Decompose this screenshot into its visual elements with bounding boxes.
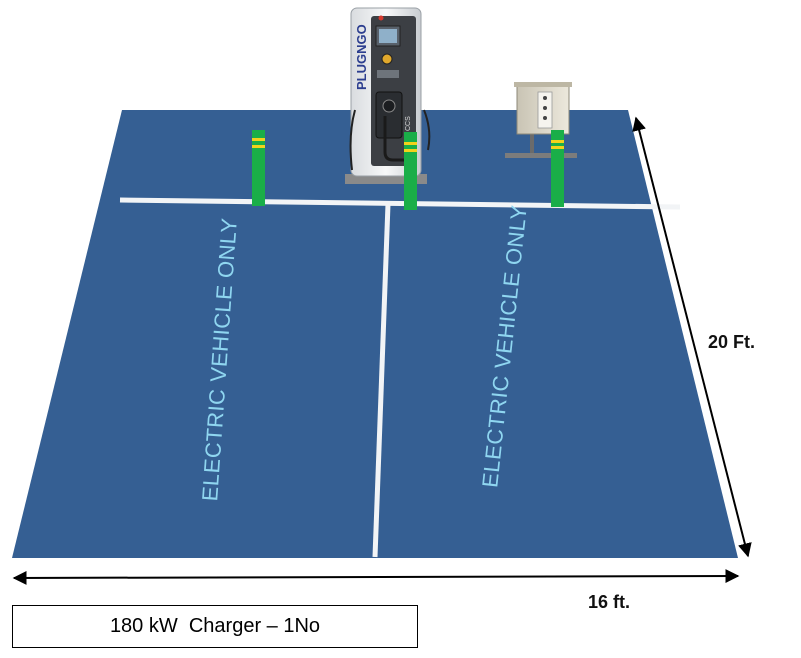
charger-caption-box: 180 kW Charger – 1No [12, 605, 418, 648]
bollard-center [404, 132, 417, 210]
charger-connector-label: CCS [405, 116, 412, 131]
charger-plinth [345, 174, 427, 184]
width-dimension-arrow [12, 569, 740, 585]
charger-emergency-stop [381, 53, 393, 65]
ev-charger: PLUGNGO CCS [349, 7, 431, 177]
length-dimension-arrow [632, 116, 752, 558]
bay-front-line [119, 197, 681, 210]
width-dimension-label: 16 ft. [588, 592, 630, 612]
bollard-left [252, 130, 265, 206]
charger-caption: 180 kW Charger – 1No [109, 615, 321, 637]
length-dimension-label: 20 Ft. [708, 332, 755, 352]
parking-surface [12, 110, 738, 558]
bollard-right [551, 130, 564, 207]
bay-divider-line [372, 203, 391, 558]
charger-brand-label: PLUGNGO [354, 24, 369, 90]
